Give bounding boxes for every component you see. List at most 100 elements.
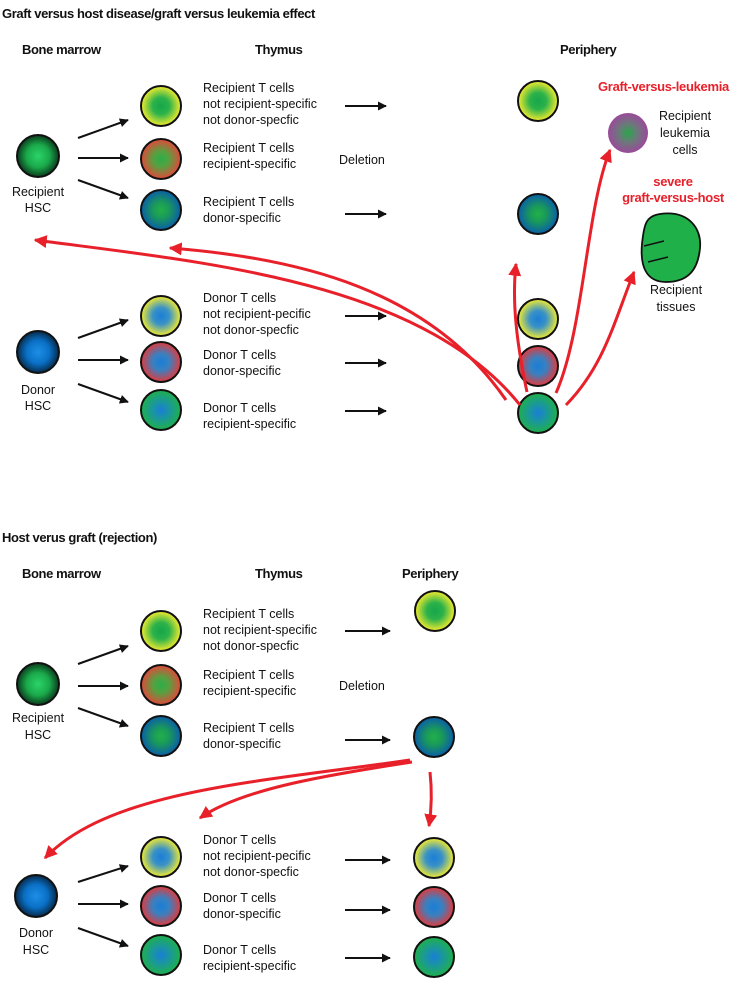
top-recipient-hsc	[16, 134, 60, 178]
bottom-thymus-rec-cell-1	[140, 610, 182, 652]
bottom-rec-tc-1-l1: Recipient T cells	[203, 607, 294, 621]
top-arrow-hsc-don-1	[77, 318, 129, 339]
top-gvl-label: Graft-versus-leukemia	[598, 79, 730, 94]
top-periphery-don-cell-2	[517, 345, 559, 387]
top-periphery-rec-cell-1	[517, 80, 559, 122]
bottom-don-tc-3-l1: Donor T cells	[203, 943, 276, 957]
top-thymus-rec-cell-1	[140, 85, 182, 127]
bottom-don-tc-1-l3: not donor-specfic	[203, 865, 299, 879]
top-leukemia-l3: cells	[672, 143, 697, 157]
bottom-col-bone-marrow: Bone marrow	[22, 566, 102, 581]
bottom-donor-hsc-label-1: Donor	[19, 926, 53, 940]
top-leukemia-l1: Recipient	[659, 109, 712, 123]
top-thymus-don-cell-2	[140, 341, 182, 383]
bottom-rec-tc-2-l1: Recipient T cells	[203, 668, 294, 682]
top-red-arrow-to-periphery-rec	[508, 262, 529, 393]
bottom-red-arrow-to-thymus	[198, 760, 413, 820]
top-don-tc-1-l1: Donor T cells	[203, 291, 276, 305]
bottom-recipient-hsc	[16, 662, 60, 706]
top-thymus-don-cell-1	[140, 295, 182, 337]
top-thymus-rec-cell-2	[140, 138, 182, 180]
bottom-don-tc-3-l2: recipient-specific	[203, 959, 296, 973]
bottom-deletion: Deletion	[339, 679, 385, 693]
top-rec-tc-1-l3: not donor-specfic	[203, 113, 299, 127]
top-periphery-don-cell-3	[517, 392, 559, 434]
top-don-tc-3-l1: Donor T cells	[203, 401, 276, 415]
bottom-periphery-don-cell-2	[413, 886, 455, 928]
top-arrow-hsc-rec-1	[77, 118, 129, 139]
top-red-arrow-to-thymus	[168, 242, 508, 401]
bottom-thymus-rec-cell-2	[140, 664, 182, 706]
bottom-recipient-hsc-label-1: Recipient	[12, 711, 65, 725]
bottom-donor-hsc-label-2: HSC	[23, 943, 49, 957]
top-recipient-hsc-label-2: HSC	[25, 201, 51, 215]
top-don-tc-3-l2: recipient-specific	[203, 417, 296, 431]
bottom-thymus-don-cell-2	[140, 885, 182, 927]
top-don-tc-1-l3: not donor-specfic	[203, 323, 299, 337]
top-red-arrow-gvh	[564, 270, 636, 407]
bottom-don-tc-1-l2: not recipient-pecific	[203, 849, 311, 863]
top-donor-hsc	[16, 330, 60, 374]
bottom-red-arrow-to-donor-hsc	[43, 758, 411, 860]
top-recipient-tissue-shape	[640, 212, 701, 283]
top-red-arrow-gvl	[554, 148, 612, 394]
bottom-rec-tc-3-l2: donor-specific	[203, 737, 281, 751]
top-panel: Graft versus host disease/graft versus l…	[2, 6, 730, 434]
top-donor-hsc-label-2: HSC	[25, 399, 51, 413]
top-thymus-rec-cell-3	[140, 189, 182, 231]
top-rec-tc-3-l2: donor-specific	[203, 211, 281, 225]
top-tissues-l2: tissues	[657, 300, 696, 314]
top-donor-hsc-label-1: Donor	[21, 383, 55, 397]
bottom-thymus-don-cell-3	[140, 934, 182, 976]
top-don-tc-1-l2: not recipient-pecific	[203, 307, 311, 321]
top-don-tc-2-l2: donor-specific	[203, 364, 281, 378]
bottom-title: Host verus graft (rejection)	[2, 530, 157, 545]
top-rec-tc-2-l2: recipient-specific	[203, 157, 296, 171]
bottom-panel: Host verus graft (rejection) Bone marrow…	[2, 530, 460, 978]
top-deletion: Deletion	[339, 153, 385, 167]
bottom-thymus-rec-cell-3	[140, 715, 182, 757]
top-don-tc-2-l1: Donor T cells	[203, 348, 276, 362]
bottom-arrow-hsc-don-1	[77, 864, 129, 883]
top-col-periphery: Periphery	[560, 42, 618, 57]
top-tissue-mark-2	[647, 256, 669, 263]
bottom-don-tc-2-l2: donor-specific	[203, 907, 281, 921]
bottom-periphery-rec-cell-3	[413, 716, 455, 758]
top-periphery-rec-cell-3	[517, 193, 559, 235]
bottom-rec-tc-1-l3: not donor-specfic	[203, 639, 299, 653]
bottom-arrow-hsc-rec-1	[77, 644, 129, 665]
top-tissue-mark-1	[643, 240, 665, 247]
top-col-bone-marrow: Bone marrow	[22, 42, 102, 57]
top-rec-tc-2-l1: Recipient T cells	[203, 141, 294, 155]
bottom-rec-tc-2-l2: recipient-specific	[203, 684, 296, 698]
bottom-arrow-hsc-rec-3	[77, 707, 129, 728]
top-col-thymus: Thymus	[255, 42, 303, 57]
top-gvh-l1: severe	[653, 174, 692, 189]
top-rec-tc-1-l2: not recipient-specific	[203, 97, 317, 111]
bottom-col-periphery: Periphery	[402, 566, 460, 581]
bottom-don-tc-2-l1: Donor T cells	[203, 891, 276, 905]
bottom-thymus-don-cell-1	[140, 836, 182, 878]
bottom-don-tc-1-l1: Donor T cells	[203, 833, 276, 847]
bottom-arrow-hsc-don-3	[77, 927, 129, 948]
top-arrow-hsc-rec-3	[77, 179, 129, 200]
bottom-recipient-hsc-label-2: HSC	[25, 728, 51, 742]
top-tissues-l1: Recipient	[650, 283, 703, 297]
bottom-rec-tc-1-l2: not recipient-specific	[203, 623, 317, 637]
top-leukemia-l2: leukemia	[660, 126, 710, 140]
bottom-rec-tc-3-l1: Recipient T cells	[203, 721, 294, 735]
bottom-periphery-don-cell-1	[413, 837, 455, 879]
top-title: Graft versus host disease/graft versus l…	[2, 6, 316, 21]
top-rec-tc-1-l1: Recipient T cells	[203, 81, 294, 95]
bottom-periphery-don-cell-3	[413, 936, 455, 978]
top-recipient-hsc-label-1: Recipient	[12, 185, 65, 199]
top-leukemia-cell	[608, 113, 648, 153]
top-thymus-don-cell-3	[140, 389, 182, 431]
bottom-periphery-rec-cell-1	[414, 590, 456, 632]
bottom-col-thymus: Thymus	[255, 566, 303, 581]
top-arrow-hsc-don-3	[77, 383, 129, 404]
top-gvh-l2: graft-versus-host	[622, 190, 725, 205]
bottom-red-arrow-to-periphery	[424, 771, 438, 828]
top-periphery-don-cell-1	[517, 298, 559, 340]
